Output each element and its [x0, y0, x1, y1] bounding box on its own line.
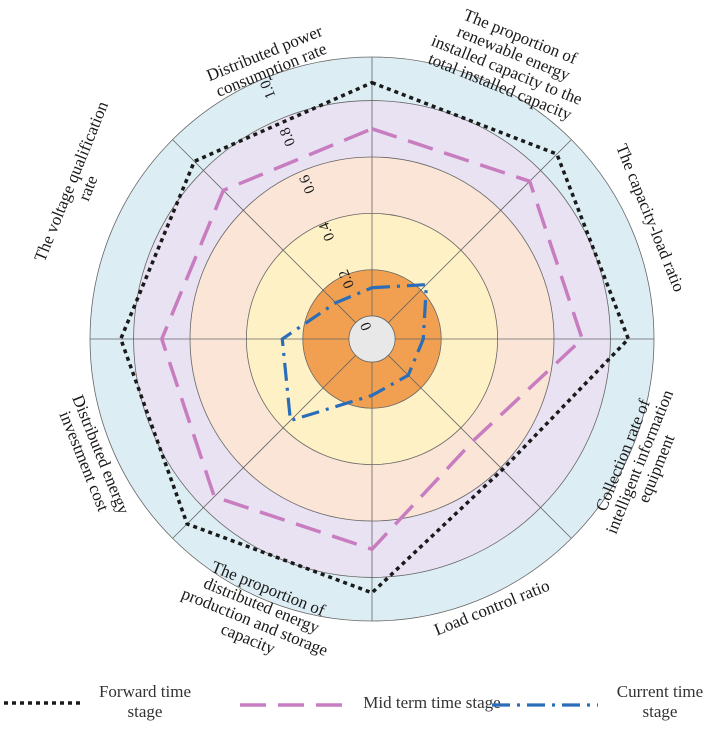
tick-label: 0.6 — [297, 172, 319, 196]
tick-label: 0.8 — [277, 125, 299, 148]
series-line — [280, 282, 429, 423]
series-line — [159, 126, 585, 552]
radar-spokes — [90, 57, 654, 621]
legend-label: Mid term time stage — [363, 693, 500, 712]
radar-spoke — [388, 355, 572, 539]
tick-label: 0.2 — [336, 267, 358, 290]
radar-series — [118, 80, 631, 595]
radar-spoke — [388, 139, 572, 323]
tick-label: 0.4 — [316, 219, 338, 243]
radar-spoke — [172, 139, 356, 323]
radar-spoke — [172, 355, 356, 539]
radar-tick-labels: 00.20.40.60.81.0 — [258, 77, 376, 332]
tick-label: 1.0 — [258, 77, 280, 100]
series-line — [118, 80, 631, 595]
